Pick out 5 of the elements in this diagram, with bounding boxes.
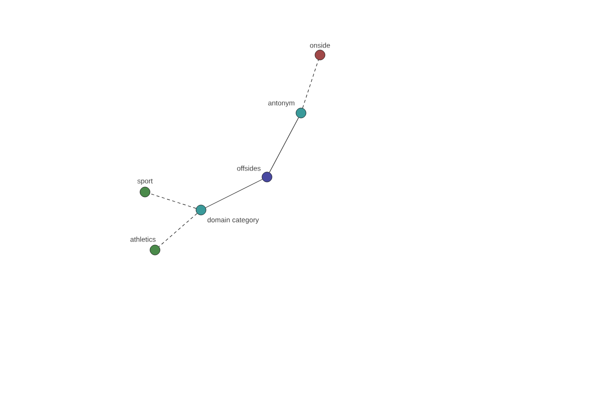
connector-line xyxy=(150,193,196,209)
connector-line xyxy=(205,179,263,208)
connector-line xyxy=(302,60,319,108)
connector-line xyxy=(269,117,299,173)
connector-line xyxy=(158,213,198,247)
